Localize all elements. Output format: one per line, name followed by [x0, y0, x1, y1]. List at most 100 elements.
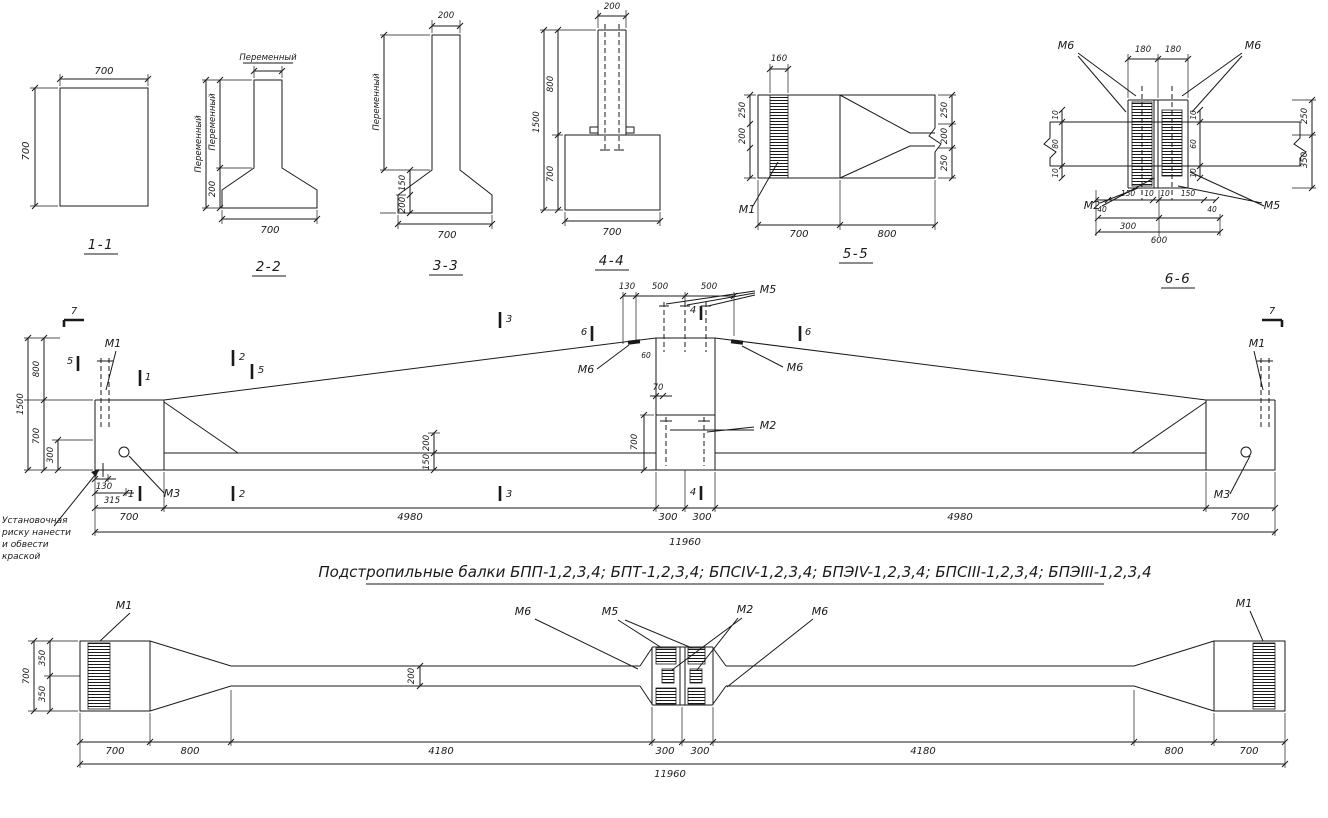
- dim-label: 10: [1189, 110, 1198, 120]
- marker-label: М2: [737, 603, 754, 616]
- note-line-1: Установочная: [2, 516, 68, 526]
- dim-label: 10: [1051, 110, 1060, 120]
- dim-label: 350: [38, 650, 48, 666]
- dim-label: 700: [21, 141, 32, 160]
- dim-label: Переменный: [239, 53, 297, 63]
- cut-number: 4: [690, 487, 696, 498]
- dim-label: 700: [789, 229, 808, 240]
- dim-label: 700: [94, 66, 113, 77]
- embedded-plate-hatch: [687, 687, 706, 705]
- dim-label: 500: [652, 282, 668, 292]
- dim-label: 300: [692, 512, 711, 523]
- dim-label: 250: [940, 102, 950, 118]
- dim-label: 700: [630, 434, 640, 450]
- beam-plan-view: М1 М1 М6 М5 М2 М6 700 350 350 200 700 80…: [22, 597, 1289, 780]
- dim-label: 80: [1051, 139, 1060, 149]
- note-line-4: краской: [2, 552, 41, 562]
- cut-number: 7: [1269, 306, 1276, 317]
- dim-label: 4980: [397, 512, 422, 523]
- marker-label: М1: [116, 599, 133, 612]
- section-label: 6-6: [1165, 271, 1192, 287]
- section-label: 2-2: [256, 259, 283, 275]
- dim-label: 200: [604, 2, 620, 12]
- dim-label: 800: [180, 746, 199, 757]
- dim-label: 11960: [669, 537, 701, 548]
- m3-washer: [1240, 446, 1252, 458]
- cut-number: 4: [690, 305, 696, 316]
- dim-label: 60: [1189, 139, 1198, 149]
- dim-label: 800: [32, 361, 42, 377]
- section-label: 5-5: [843, 246, 870, 262]
- cut-number: 6: [581, 327, 587, 338]
- marker-label: М1: [105, 337, 122, 350]
- section-label: 4-4: [599, 253, 626, 269]
- dim-label: 200: [738, 128, 748, 144]
- dim-label: Переменный: [194, 115, 204, 173]
- section-view-2-2: Переменный Переменный Переменный 200 700…: [194, 53, 321, 277]
- dim-label: 700: [260, 225, 279, 236]
- cut-number: 5: [67, 356, 73, 367]
- marker-label: М6: [515, 605, 532, 618]
- dim-label: 250: [738, 102, 748, 118]
- dim-label: 250: [1300, 108, 1310, 124]
- dim-label: 315: [104, 496, 120, 506]
- dim-label: 200: [940, 128, 950, 144]
- dim-label: 700: [105, 746, 124, 757]
- dim-label: 350: [38, 686, 48, 702]
- section-view-1-1: 700 700 1-1: [21, 66, 152, 255]
- embedded-plate-hatch: [769, 94, 789, 179]
- marker-label: М2: [1084, 199, 1101, 212]
- dim-label: 200: [422, 435, 432, 451]
- dim-label: 350: [1300, 152, 1310, 168]
- cut-number: 2: [239, 352, 245, 363]
- marker-label: М6: [1058, 39, 1075, 52]
- dim-label: 150: [422, 454, 432, 470]
- embedded-plate-hatch: [1252, 642, 1276, 710]
- m3-washer: [118, 446, 130, 458]
- cut-number: 5: [258, 365, 264, 376]
- dim-label: 40: [1207, 205, 1217, 214]
- dim-label: 150: [398, 175, 408, 191]
- dim-label: 70: [653, 383, 664, 393]
- section-view-4-4: 200 1500 800 700 700 4-4: [532, 2, 664, 271]
- embedded-plate-hatch: [687, 647, 706, 665]
- dim-label: 700: [546, 166, 556, 182]
- dim-label: 700: [119, 512, 138, 523]
- dim-label: 700: [32, 428, 42, 444]
- embedded-plate-hatch: [655, 687, 677, 705]
- marker-label: М1: [1236, 597, 1253, 610]
- dim-label: 700: [22, 668, 32, 684]
- dim-label: 150: [1121, 189, 1136, 198]
- dim-label: 1500: [532, 111, 542, 133]
- dim-label: 200: [208, 181, 218, 197]
- dim-label: 300: [46, 447, 56, 463]
- cut-number: 2: [239, 489, 245, 500]
- dim-label: 700: [602, 227, 621, 238]
- marker-label: М3: [164, 487, 181, 500]
- marker-label: М5: [1264, 199, 1281, 212]
- note-line-3: и обвести: [2, 540, 49, 550]
- drawing-title: Подстропильные балки БПП-1,2,3,4; БПТ-1,…: [318, 563, 1151, 581]
- dim-label: 800: [877, 229, 896, 240]
- marker-label: М6: [787, 361, 804, 374]
- cut-number: 1: [145, 372, 151, 383]
- dim-label: 1500: [16, 393, 26, 415]
- embedded-plate-hatch: [655, 647, 677, 665]
- section-view-5-5: М1 160 250 200 250 200 250 700 800 5-5: [738, 54, 956, 264]
- cut-number: 3: [506, 489, 512, 500]
- dim-label: 800: [546, 76, 556, 92]
- cut-number: 1: [128, 489, 134, 500]
- marker-label: М1: [1249, 337, 1266, 350]
- dim-label: 500: [701, 282, 717, 292]
- dim-label: 10: [1160, 189, 1170, 198]
- dim-label: 4180: [910, 746, 935, 757]
- dim-label: 700: [1230, 512, 1249, 523]
- dim-label: 800: [1164, 746, 1183, 757]
- marker-label: М5: [760, 283, 777, 296]
- dim-label: 300: [1120, 222, 1136, 232]
- dim-label: 180: [1135, 45, 1151, 55]
- section-label: 1-1: [88, 237, 115, 253]
- embedded-plate-hatch: [661, 668, 675, 684]
- marker-label: М2: [760, 419, 777, 432]
